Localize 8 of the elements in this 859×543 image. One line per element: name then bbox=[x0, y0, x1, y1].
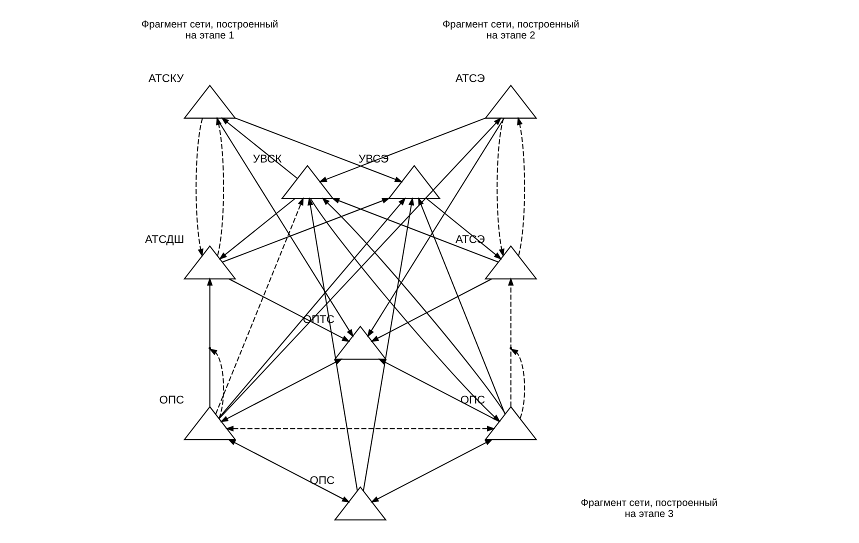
node-label: ОПС bbox=[310, 474, 335, 487]
node-label: АТСЭ bbox=[455, 73, 485, 86]
label: Фрагмент сети, построенный на этапе 3 bbox=[580, 498, 718, 520]
label: Фрагмент сети, построенный на этапе 2 bbox=[442, 19, 580, 42]
node-label: АТСКУ bbox=[148, 73, 184, 86]
label: Фрагмент сети, построенный на этапе 1 bbox=[141, 19, 278, 42]
node-label: ОПС bbox=[159, 394, 184, 407]
node-label: АТСДШ bbox=[145, 234, 184, 246]
